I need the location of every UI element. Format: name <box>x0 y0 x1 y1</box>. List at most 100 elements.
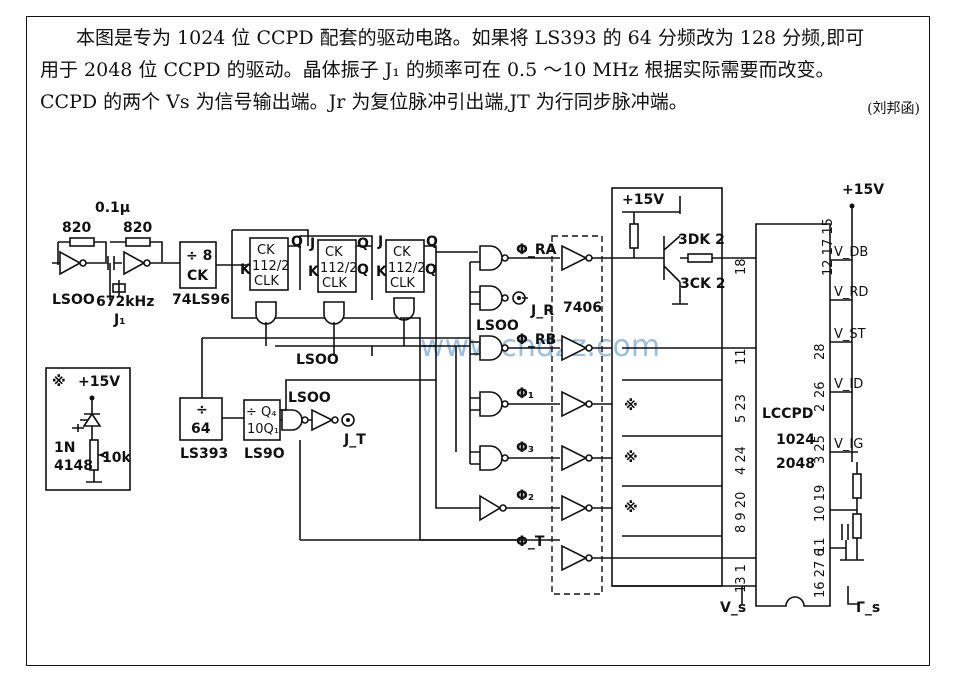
inset-star: ※ <box>52 374 66 390</box>
gate-phi-ra <box>479 245 503 271</box>
lccpd-chip: LCCPD 1024 2048 <box>755 223 831 607</box>
inset-power-label: +15V <box>78 374 120 390</box>
pin-right-3-25: 3 25 <box>813 435 828 464</box>
ff2-j: J <box>309 236 315 252</box>
pin-label-vid: V_ID <box>834 377 863 392</box>
ff3-type: 112/2 <box>388 261 425 276</box>
ff-nand-1 <box>255 301 277 325</box>
pin-right-10-19: 10 19 <box>813 485 828 522</box>
pin-label-vig: V_IG <box>834 437 863 452</box>
output-resistor <box>687 253 713 263</box>
ff2-qbar: Q <box>357 262 369 278</box>
ff2-ck: CK <box>325 245 343 260</box>
phase-label-2: Φ₂ <box>516 488 534 504</box>
ff2-clk: CLK <box>322 276 347 291</box>
inverter-jt <box>311 408 334 432</box>
caption: 本图是专为 1024 位 CCPD 配套的驱动电路。如果将 LS393 的 64… <box>40 22 920 118</box>
counter-ls90: ÷ Q₄ 10Q₁ LS9O <box>243 399 285 462</box>
pin-right-16-27-6: 16 27 6 <box>813 548 828 598</box>
pin-right-12-17-15: 12 17 15 <box>821 218 836 276</box>
ff1-ck: CK <box>257 243 275 258</box>
ls00-gate-jt <box>281 409 303 431</box>
flipflop-2: CK 112/2 CLK Q Q J K <box>308 236 369 293</box>
ff3-clk: CLK <box>390 276 415 291</box>
jr-label: J_R <box>530 303 554 319</box>
pin-label-vrd: V_RD <box>834 285 868 300</box>
ff2-q: Q <box>357 236 369 252</box>
gate-phi-2 <box>479 494 502 522</box>
pin-label-vdb: V_DB <box>834 245 868 260</box>
gate-phi-rb <box>479 335 503 361</box>
ccpd-bits-2048: 2048 <box>776 456 815 472</box>
ff-nand-2 <box>323 301 345 325</box>
star-mark-3: ※ <box>624 500 638 516</box>
resistor-2 <box>125 237 151 247</box>
phase-label-ra: Φ_RA <box>516 242 557 258</box>
phase-label-t: Φ_T <box>516 534 545 550</box>
inset-bias-circuit: ※ +15V 1N 4148 10k <box>45 367 131 491</box>
caption-credit: (刘邦函) <box>867 101 920 117</box>
power-label-top: +15V <box>622 192 664 208</box>
pin-left-11: 11 <box>734 348 749 365</box>
power-label-right: +15V <box>842 182 884 198</box>
counter-value: 64 <box>191 421 211 437</box>
inset-diode-label: 1N <box>54 440 75 456</box>
gate-phi-1 <box>479 391 503 417</box>
ff2-type: 112/2 <box>320 261 357 276</box>
ls90-sub: 10Q₁ <box>247 422 279 437</box>
caption-line-3: CCPD 的两个 Vs 为信号输出端。Jr 为复位脉冲引出端,JT 为行同步脉冲… <box>40 91 688 113</box>
ccpd-name: LCCPD <box>762 406 813 422</box>
crystal-frequency: 672kHz <box>96 294 154 310</box>
divider-part: 74LS96 <box>172 292 230 308</box>
counter-part: LS393 <box>180 446 228 462</box>
ff3-j: J <box>377 234 383 250</box>
ff3-qbar: Q <box>425 262 437 278</box>
gamma-s-label: Γ_s <box>856 600 880 616</box>
oscillator-gate-label: LSOO <box>52 292 95 308</box>
crystal-label: J₁ <box>113 312 125 328</box>
counter-div: ÷ <box>196 402 208 418</box>
caption-line-2: 用于 2048 位 CCPD 的驱动。晶体振子 J₁ 的频率可在 0.5 ～10… <box>40 59 835 81</box>
pin-right-28: 28 <box>813 343 828 360</box>
oscillator: 820 820 0.1μ LSOO 672kHz J₁ <box>52 200 180 328</box>
transistor-q2-label: 3CK 2 <box>680 276 725 292</box>
ff1-k: K <box>240 262 252 278</box>
oscillator-gate-1 <box>59 250 82 276</box>
transistor-q1-label: 3DK 2 <box>678 232 725 248</box>
pin-right-11: 11 <box>813 537 828 554</box>
capacitor-label: 0.1μ <box>95 200 130 216</box>
ff2-k: K <box>308 264 320 280</box>
divider-74ls96: ÷ 8 CK 74LS96 <box>172 241 250 308</box>
ls00-label-bottom: LSOO <box>296 352 339 368</box>
bias-resistor-2 <box>852 513 862 539</box>
base-resistor <box>629 223 639 249</box>
resistor-1 <box>69 237 95 247</box>
star-mark-2: ※ <box>624 450 638 466</box>
inset-diode-part: 4148 <box>54 458 93 474</box>
pin-right-2: 2 <box>813 404 828 412</box>
gate-phi-3 <box>479 445 503 471</box>
bias-resistor-1 <box>852 473 862 499</box>
divider-ck: CK <box>187 268 209 284</box>
ls00-label-jt: LSOO <box>288 390 331 406</box>
ff3-ck: CK <box>393 245 411 260</box>
pin-right-26: 26 <box>813 381 828 398</box>
inverter-bank-label: 7406 <box>563 300 602 316</box>
gate-jr <box>479 285 503 311</box>
resistor-1-label: 820 <box>62 220 91 236</box>
flipflop-3: CK 112/2 CLK Q Q J K <box>376 234 438 293</box>
ls00-label-mid: LSOO <box>476 318 519 334</box>
pin-left-5-23: 5 23 <box>734 394 749 423</box>
phase-label-rb: Φ_RB <box>516 332 556 348</box>
ff1-clk: CLK <box>254 274 279 289</box>
caption-line-1: 本图是专为 1024 位 CCPD 配套的驱动电路。如果将 LS393 的 64… <box>76 27 865 49</box>
ff1-type: 112/2 <box>252 259 289 274</box>
phase-label-1: Φ₁ <box>516 386 534 402</box>
inverter-bank-7406: 7406 <box>551 235 640 595</box>
resistor-2-label: 820 <box>123 220 152 236</box>
pin-left-13-1: 13 1 <box>734 564 749 593</box>
figure-frame <box>26 16 930 666</box>
divider-ratio: ÷ 8 <box>186 248 212 264</box>
ccpd-bits-1024: 1024 <box>776 432 815 448</box>
